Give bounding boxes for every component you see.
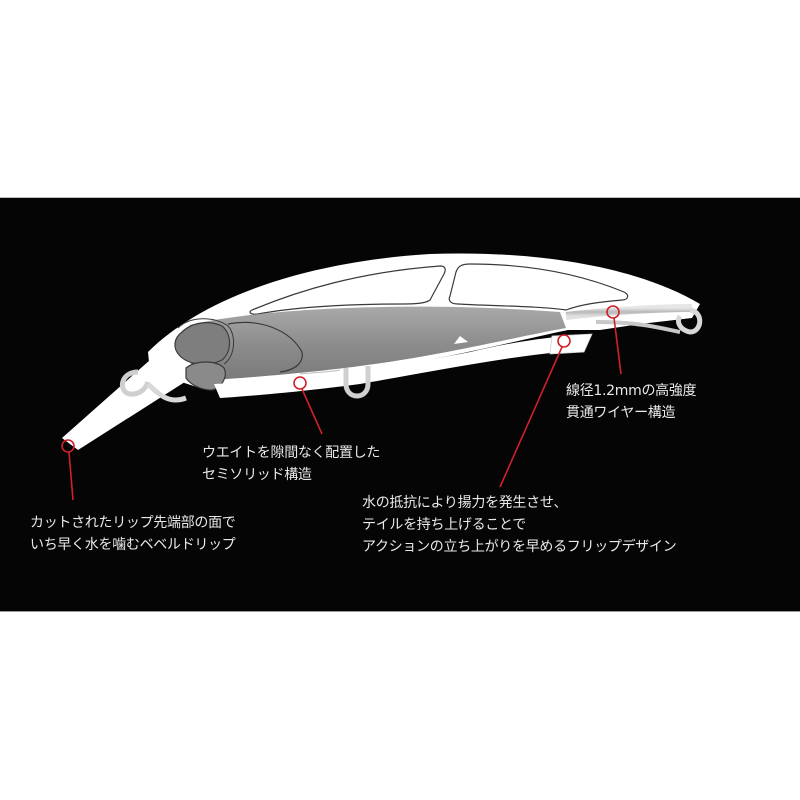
label-lip: カットされたリップ先端部の面で いち早く水を噛むベベルドリップ bbox=[30, 512, 236, 556]
callout-lip bbox=[61, 439, 75, 501]
belly-hook-eye bbox=[343, 366, 371, 399]
label-flip-line-2: テイルを持ち上げることで bbox=[362, 517, 526, 533]
label-wire: 線径1.2mmの高強度 貫通ワイヤー構造 bbox=[566, 380, 697, 424]
label-lip-line-1: カットされたリップ先端部の面で bbox=[30, 515, 236, 531]
callout-weight bbox=[293, 376, 323, 435]
bevel-lip bbox=[62, 360, 188, 450]
label-wire-line-1: 線径1.2mmの高強度 bbox=[566, 383, 697, 399]
label-flip: 水の抵抗により揚力を発生させ、 テイルを持ち上げることで アクションの立ち上がり… bbox=[362, 492, 677, 558]
through-wire bbox=[146, 304, 703, 403]
label-weight-line-2: セミソリッド構造 bbox=[202, 467, 312, 483]
label-weight: ウエイトを隙間なく配置した セミソリッド構造 bbox=[202, 442, 380, 486]
weight-chamber bbox=[174, 306, 566, 391]
label-lip-line-2: いち早く水を噛むベベルドリップ bbox=[30, 537, 236, 553]
line-tie-eye bbox=[120, 369, 151, 397]
label-flip-line-1: 水の抵抗により揚力を発生させ、 bbox=[362, 495, 568, 511]
label-flip-line-3: アクションの立ち上がりを早めるフリップデザイン bbox=[362, 539, 677, 555]
label-weight-line-1: ウエイトを隙間なく配置した bbox=[202, 445, 381, 461]
callout-flip bbox=[499, 334, 571, 488]
callout-wire bbox=[606, 305, 622, 375]
label-wire-line-2: 貫通ワイヤー構造 bbox=[566, 405, 676, 421]
